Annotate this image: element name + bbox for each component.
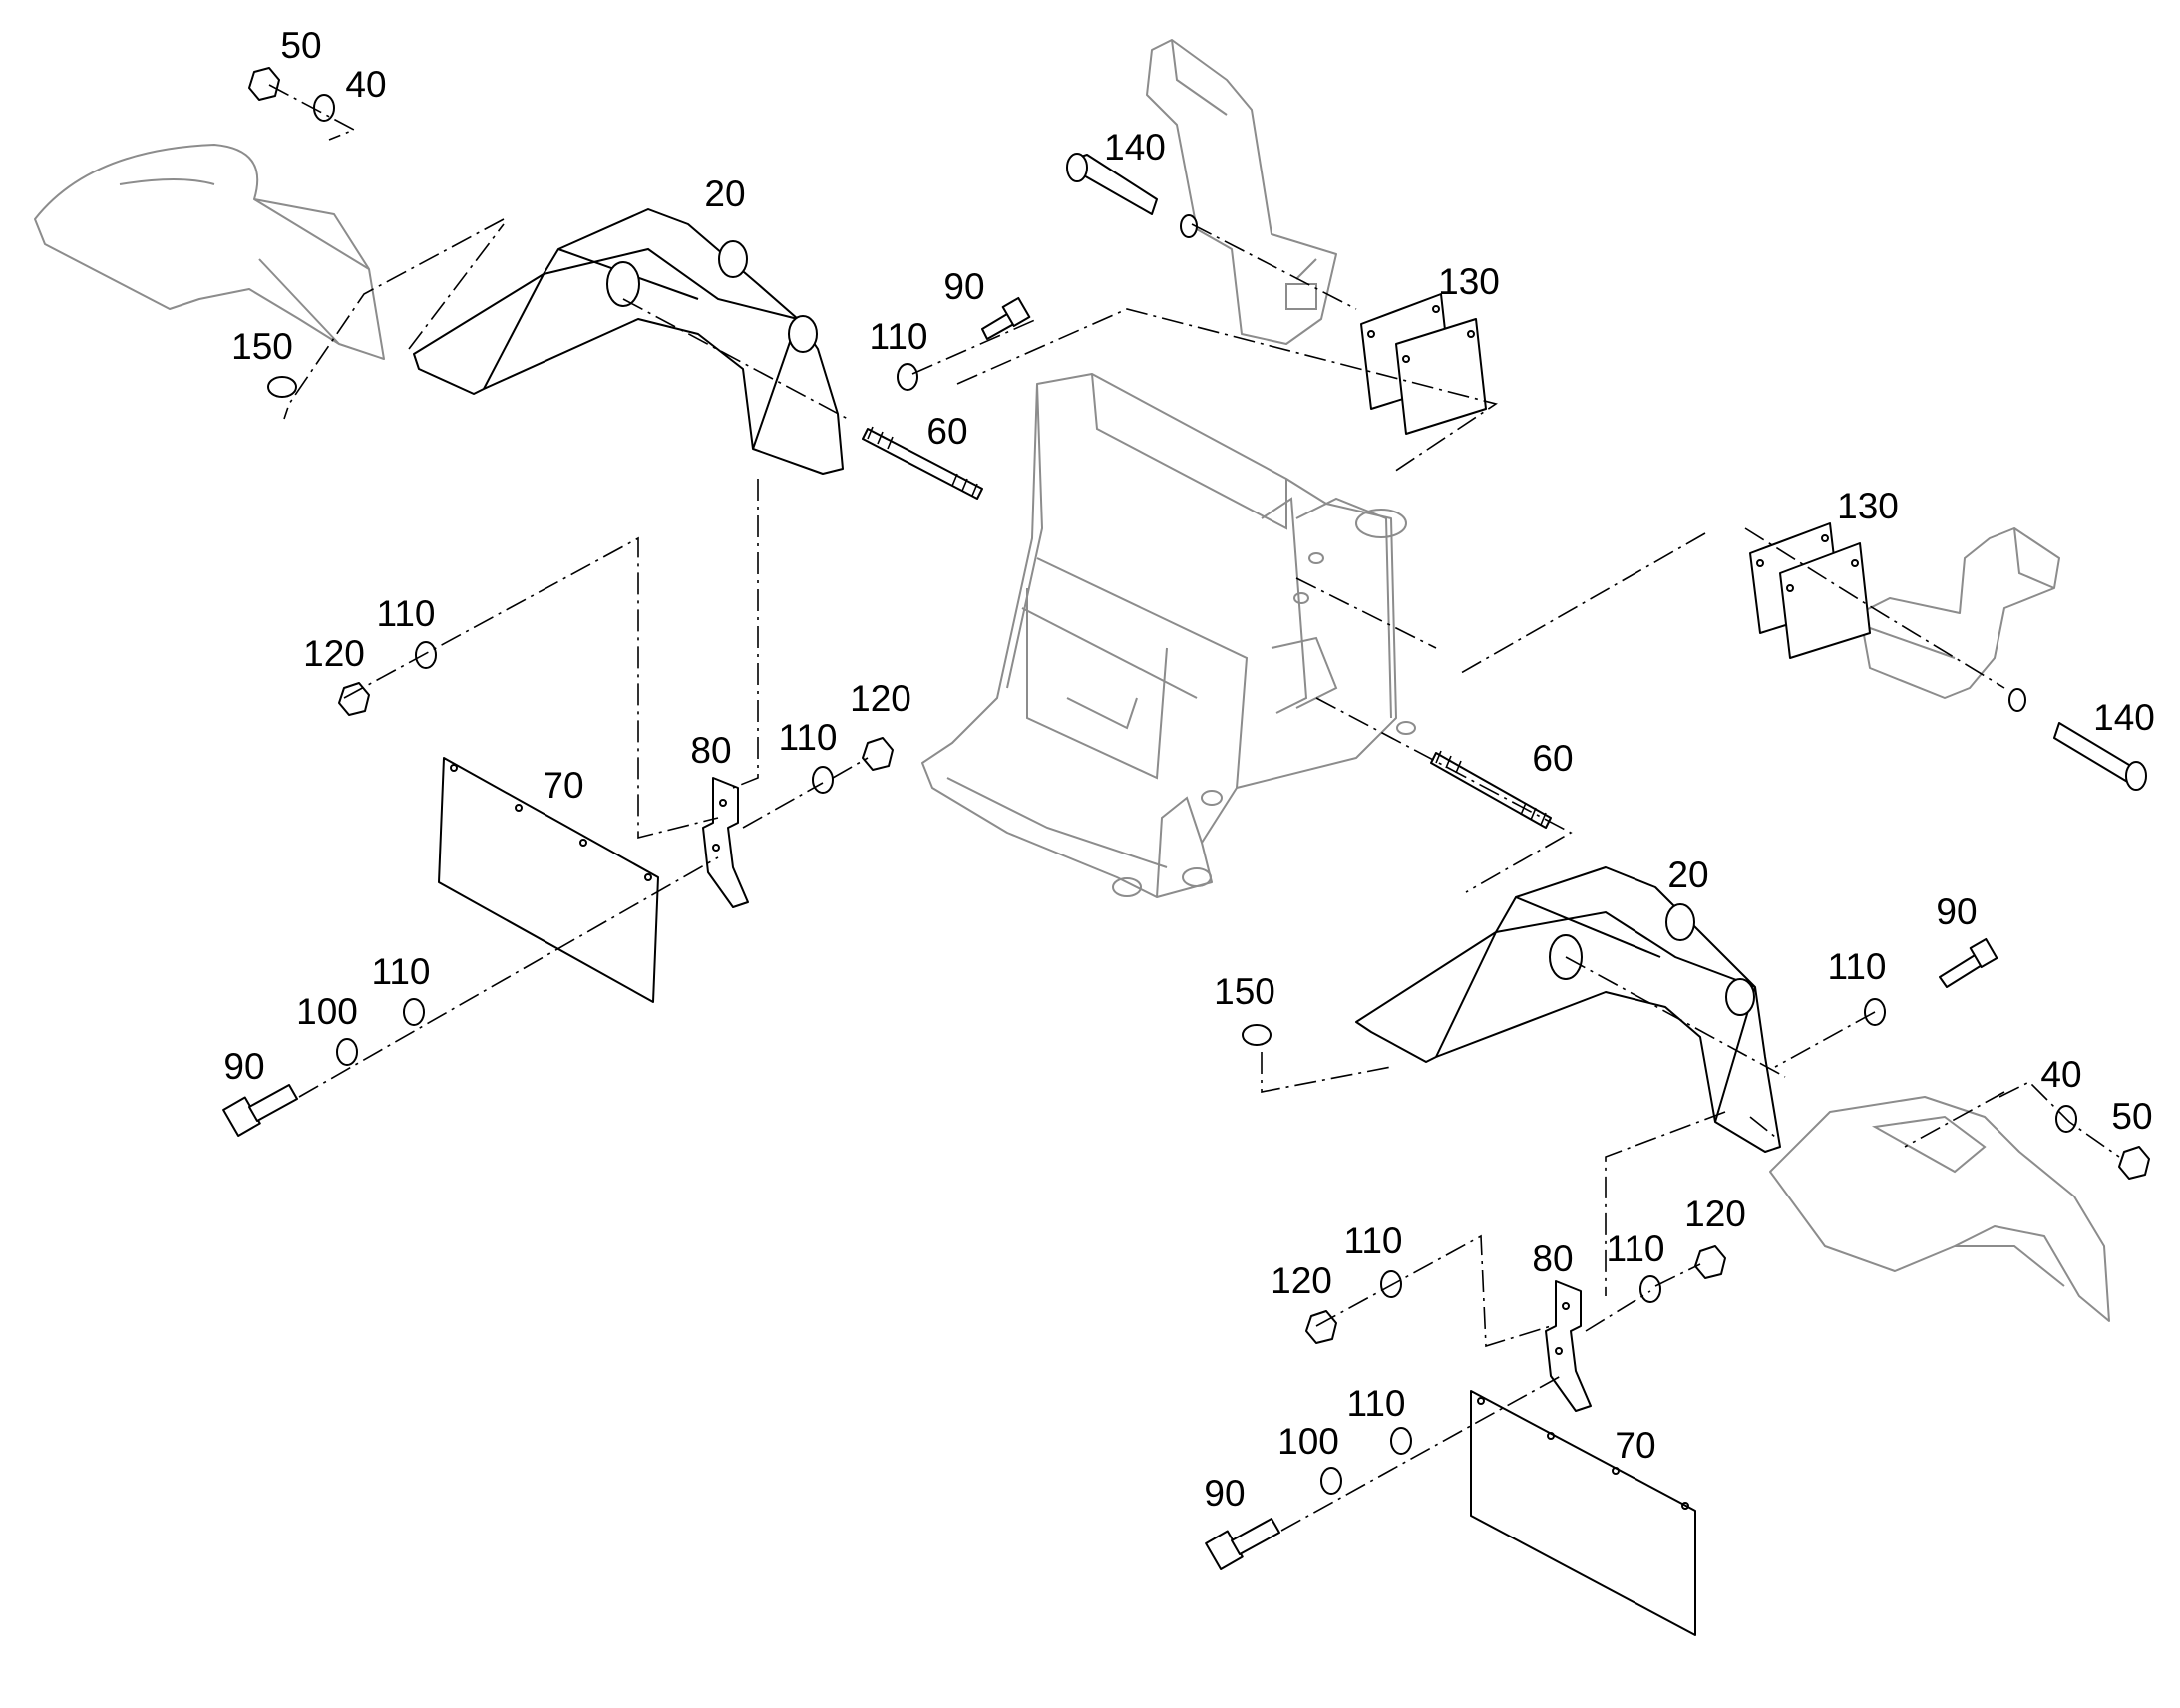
callout-label: 20 <box>704 173 745 214</box>
callout-label: 120 <box>1684 1194 1746 1234</box>
callout-label: 90 <box>1204 1473 1245 1514</box>
callout-label: 110 <box>1344 1220 1403 1261</box>
callout-label: 100 <box>296 991 358 1032</box>
bolt-140-right <box>2053 722 2147 791</box>
callout-label: 140 <box>2093 697 2155 738</box>
fasteners <box>248 67 2150 1495</box>
left-plate <box>438 757 659 1003</box>
callout-label: 50 <box>2111 1096 2152 1137</box>
callout-label: 110 <box>1347 1383 1406 1424</box>
lower-right-arch <box>1355 866 1781 1153</box>
bolt-90-upper <box>981 296 1031 340</box>
callout-label: 70 <box>543 765 583 806</box>
callout-label: 110 <box>870 316 928 357</box>
bolt-90-lower-right <box>1205 1518 1280 1570</box>
callout-labels: 50 40 150 20 110 90 60 140 130 130 140 6… <box>223 25 2154 1514</box>
callout-label: 110 <box>1828 946 1887 987</box>
right-mounting-bracket <box>1859 527 2060 699</box>
callout-label: 110 <box>377 593 436 634</box>
callout-label: 110 <box>372 951 431 992</box>
lower-right-fender <box>1769 1096 2110 1322</box>
callout-label: 90 <box>1936 891 1977 932</box>
central-frame <box>921 373 1416 898</box>
callout-label: 120 <box>1271 1260 1332 1301</box>
assembly-lines <box>268 84 2120 1532</box>
callout-label: 60 <box>1532 738 1573 779</box>
bolt-140-top <box>1066 153 1158 215</box>
callout-label: 60 <box>926 411 967 452</box>
callout-label: 130 <box>1438 261 1500 302</box>
upper-rod <box>862 426 983 500</box>
callout-label: 90 <box>943 266 984 307</box>
right-plate <box>1470 1390 1696 1636</box>
callout-label: 100 <box>1277 1421 1339 1462</box>
callout-label: 110 <box>779 717 838 758</box>
callout-label: 150 <box>1214 971 1275 1012</box>
callout-label: 80 <box>1532 1238 1573 1279</box>
callout-label: 130 <box>1837 486 1899 526</box>
callout-label: 120 <box>303 633 365 674</box>
callout-label: 110 <box>1607 1228 1665 1269</box>
callout-label: 120 <box>850 678 911 719</box>
bolt-90-lower-left <box>222 1084 298 1137</box>
right-bracket-80 <box>1545 1280 1592 1412</box>
callout-label: 140 <box>1104 127 1166 168</box>
callout-label: 40 <box>345 64 386 105</box>
callout-label: 50 <box>280 25 321 66</box>
upper-left-fender <box>34 144 385 360</box>
upper-right-bracket <box>1146 39 1337 345</box>
callout-label: 20 <box>1667 854 1708 895</box>
bolt-90-right <box>1939 937 1998 988</box>
upper-left-arch <box>413 208 844 475</box>
left-bracket-80 <box>702 777 749 908</box>
callout-label: 90 <box>223 1046 264 1087</box>
callout-label: 40 <box>2040 1054 2081 1095</box>
callout-label: 150 <box>231 326 293 367</box>
upper-plates <box>1360 293 1487 435</box>
right-plates <box>1749 522 1871 659</box>
callout-label: 70 <box>1615 1425 1655 1466</box>
callout-label: 80 <box>690 730 731 771</box>
